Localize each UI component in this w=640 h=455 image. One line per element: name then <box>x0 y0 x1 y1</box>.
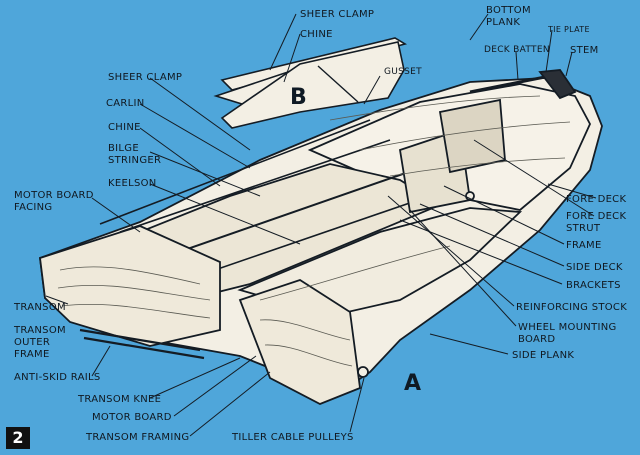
label-facing: FACING <box>14 202 52 213</box>
label-sheer-clamp-b: SHEER CLAMP <box>300 9 374 20</box>
label-deck-batten: DECK BATTEN <box>484 45 550 55</box>
label-sheer-clamp: SHEER CLAMP <box>108 72 182 83</box>
anti-skid-rail <box>79 328 201 352</box>
wood-grain <box>57 95 571 367</box>
label-reinforcing-stock: REINFORCING STOCK <box>516 302 627 313</box>
label-transom-framing: TRANSOM FRAMING <box>85 432 189 443</box>
label-brackets: BRACKETS <box>566 280 621 291</box>
label-transom-outer-2: OUTER <box>14 337 50 348</box>
motor-board <box>238 279 361 405</box>
label-stem: STEM <box>570 45 599 56</box>
label-chine-b: CHINE <box>300 29 333 40</box>
label-gusset: GUSSET <box>384 67 422 77</box>
label-fore-deck: FORE DECK <box>566 194 626 205</box>
label-frame: FRAME <box>566 240 602 251</box>
label-side-deck: SIDE DECK <box>566 262 623 273</box>
part-letter-b: B <box>290 85 307 110</box>
label-anti-skid-rails: ANTI-SKID RAILS <box>14 372 100 383</box>
stem <box>538 69 577 100</box>
label-board: BOARD <box>518 334 555 345</box>
bilge-stringer <box>179 195 431 283</box>
label-transom-outer-3: FRAME <box>14 349 50 360</box>
label-transom-outer-1: TRANSOM <box>13 325 66 336</box>
detail-b-plank <box>220 41 405 129</box>
label-motor-board-2: MOTOR BOARD <box>92 412 172 423</box>
label-tie-plate: TIE PLATE <box>547 25 590 34</box>
fore-deck-strut <box>438 98 506 174</box>
label-stringer: STRINGER <box>108 155 161 166</box>
label-side-plank: SIDE PLANK <box>512 350 574 361</box>
anti-skid-rail-2 <box>83 336 205 360</box>
label-tiller-cable-pulleys: TILLER CABLE PULLEYS <box>231 432 354 443</box>
labels: SHEER CLAMP CHINE BOTTOM PLANK TIE PLATE… <box>13 5 627 443</box>
figure-number-badge: 2 <box>6 427 30 449</box>
label-bilge: BILGE <box>108 143 139 154</box>
label-bottom: BOTTOM <box>486 5 531 16</box>
label-wheel-mounting: WHEEL MOUNTING <box>518 322 617 333</box>
label-fore-deck-strut-1: FORE DECK <box>566 211 626 222</box>
hull-a <box>39 69 603 405</box>
sheer-clamp-strip <box>99 119 371 225</box>
label-plank: PLANK <box>486 17 520 28</box>
leader-lines <box>45 13 597 437</box>
detail-b-parts <box>213 37 408 129</box>
label-fore-deck-strut-2: STRUT <box>566 223 601 234</box>
detail-b-arrow <box>317 65 359 103</box>
label-transom-knee: TRANSOM KNEE <box>77 394 161 405</box>
label-keelson: KEELSON <box>108 178 157 189</box>
tiller-cable-pulley <box>357 366 369 378</box>
label-transom: TRANSOM <box>13 302 66 313</box>
label-chine: CHINE <box>108 122 141 133</box>
label-motor-board: MOTOR BOARD <box>14 190 94 201</box>
keelson <box>149 167 421 263</box>
part-letter-a: A <box>404 371 421 396</box>
transom <box>39 225 221 347</box>
label-carlin: CARLIN <box>106 98 145 109</box>
chine-strip <box>119 139 391 233</box>
